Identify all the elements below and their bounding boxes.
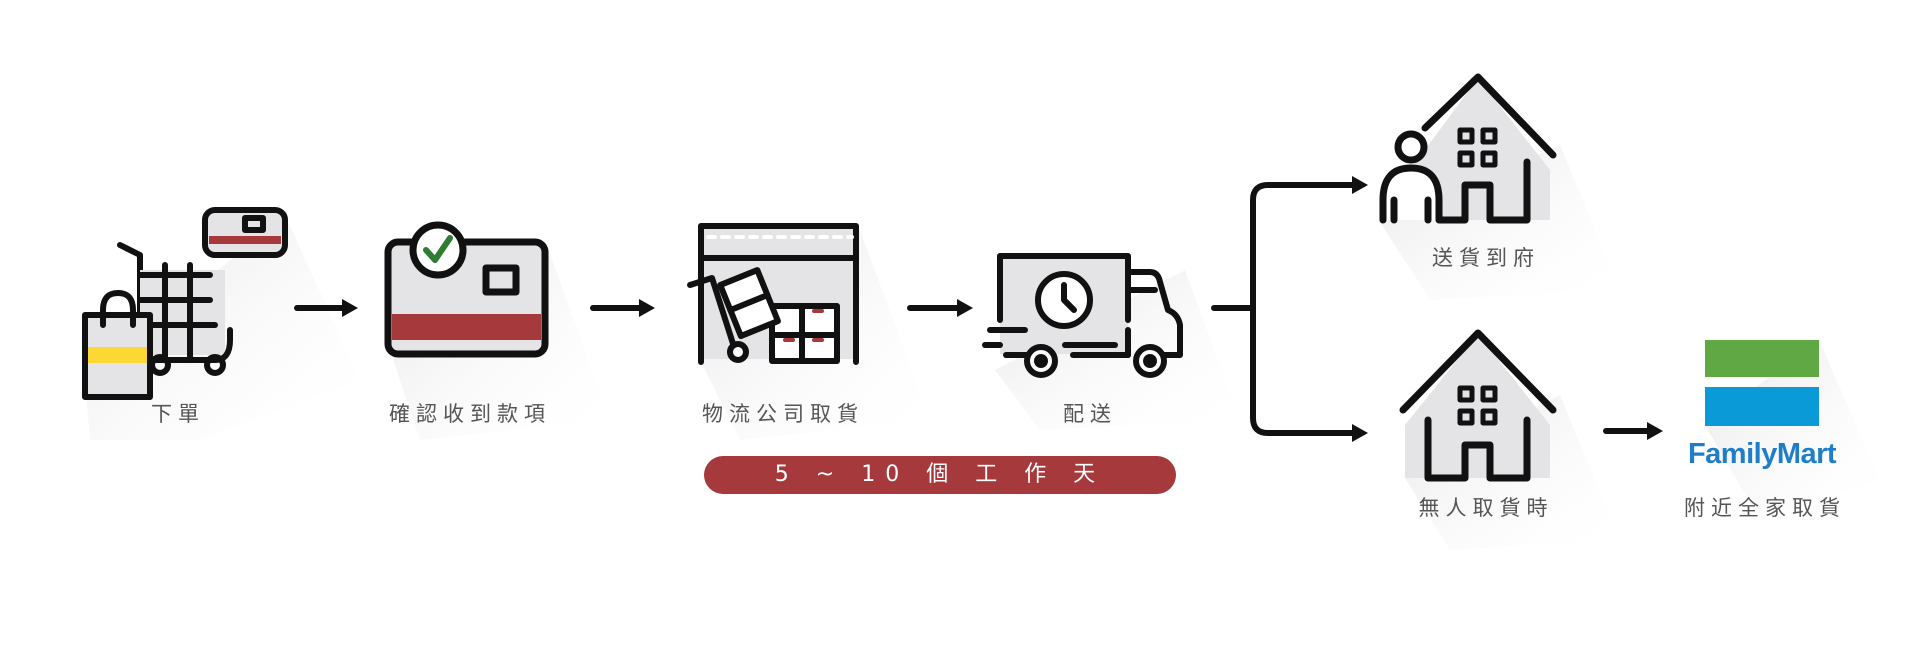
check-icon xyxy=(423,235,453,263)
familymart-logo xyxy=(1705,340,1819,426)
shopping-cart-icon xyxy=(82,207,288,400)
step-label-payment: 確認收到款項 xyxy=(389,402,551,426)
branch-label-absent: 無人取貨時 xyxy=(1418,496,1554,520)
familymart-logo-text: FamilyMart xyxy=(1687,438,1837,470)
house-icon xyxy=(1399,329,1557,482)
delivery-truck-icon xyxy=(982,253,1183,378)
final-label-familymart: 附近全家取貨 xyxy=(1684,496,1846,520)
warehouse-pickup-icon xyxy=(687,223,859,365)
step-label-pickup: 物流公司取貨 xyxy=(702,402,864,426)
duration-badge: 5 ~ 10 個 工 作 天 xyxy=(704,456,1176,494)
arrows xyxy=(294,176,1663,442)
step-label-order: 下單 xyxy=(151,402,205,426)
payment-card-check-icon xyxy=(384,221,549,358)
step-label-delivery: 配送 xyxy=(1063,402,1117,426)
branch-label-home: 送貨到府 xyxy=(1432,246,1540,270)
house-with-person-icon xyxy=(1379,73,1557,224)
